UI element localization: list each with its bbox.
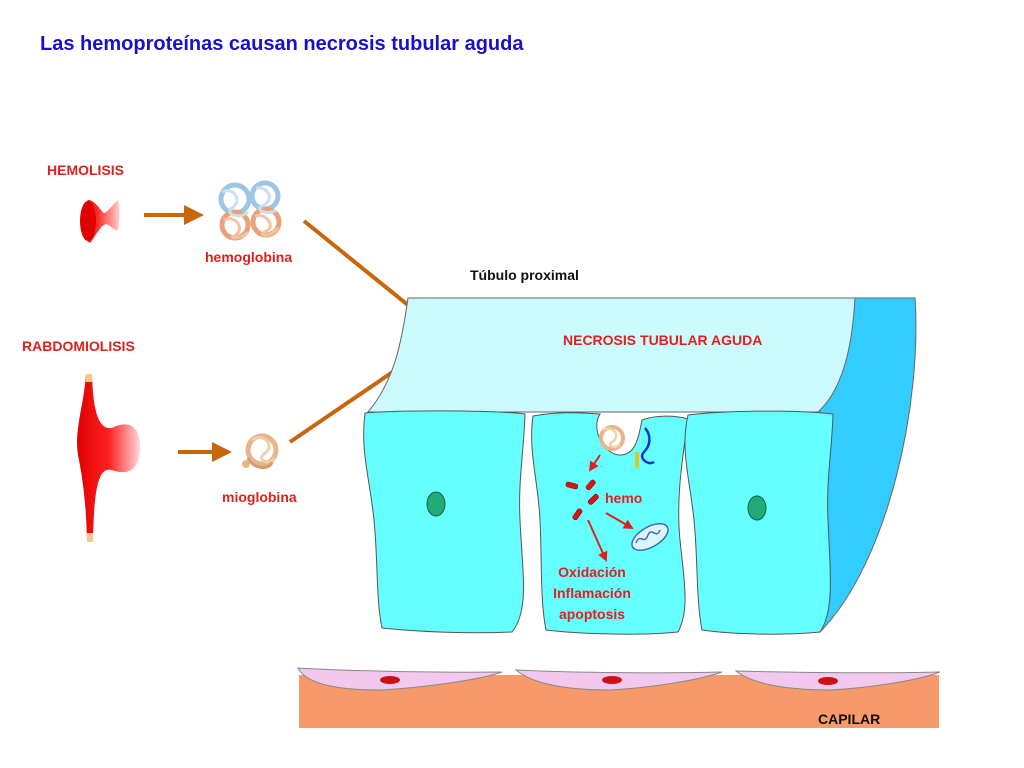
label-hemolisis: HEMOLISIS — [47, 162, 125, 178]
megalin-receptor — [640, 427, 655, 465]
mitochondrion-icon — [631, 523, 669, 551]
heme-release-arrow — [588, 454, 601, 472]
effect-inflamacion: Inflamación — [553, 585, 631, 601]
red-blood-cell-icon — [80, 200, 120, 243]
label-hemoglobina: hemoglobina — [205, 249, 293, 265]
label-mioglobina: mioglobina — [222, 489, 297, 505]
label-necrosis: NECROSIS TUBULAR AGUDA — [563, 332, 763, 348]
myoglobin-molecule-icon — [242, 433, 279, 469]
nucleus-left — [426, 491, 446, 517]
endothelial-cells — [297, 667, 941, 691]
epithelial-cell-left — [363, 410, 526, 634]
label-effects: Oxidación Inflamación apoptosis — [542, 562, 642, 625]
heme-fragments — [565, 479, 599, 521]
nucleus-right — [747, 495, 767, 521]
heme-to-mitochondrion-arrow — [605, 512, 634, 529]
heme-to-damage-arrow — [587, 519, 608, 562]
label-tubulo-proximal: Túbulo proximal — [470, 267, 579, 283]
hemoglobin-to-tubule-arrow — [302, 219, 428, 321]
label-rabdomiolisis: RABDOMIOLISIS — [22, 338, 135, 354]
cubilin-receptor — [635, 452, 639, 468]
page-title: Las hemoproteínas causan necrosis tubula… — [40, 33, 524, 55]
tubule-lumen — [366, 297, 856, 413]
hemoglobin-molecule-icon — [218, 180, 282, 241]
effect-apoptosis: apoptosis — [558, 606, 626, 622]
label-capilar: CAPILAR — [818, 711, 881, 727]
effect-oxidacion: Oxidación — [558, 564, 626, 580]
epithelial-cell-right — [684, 410, 834, 635]
label-hemo: hemo — [605, 490, 643, 506]
muscle-fiber-icon — [77, 374, 140, 542]
internalized-protein-icon — [599, 425, 625, 451]
